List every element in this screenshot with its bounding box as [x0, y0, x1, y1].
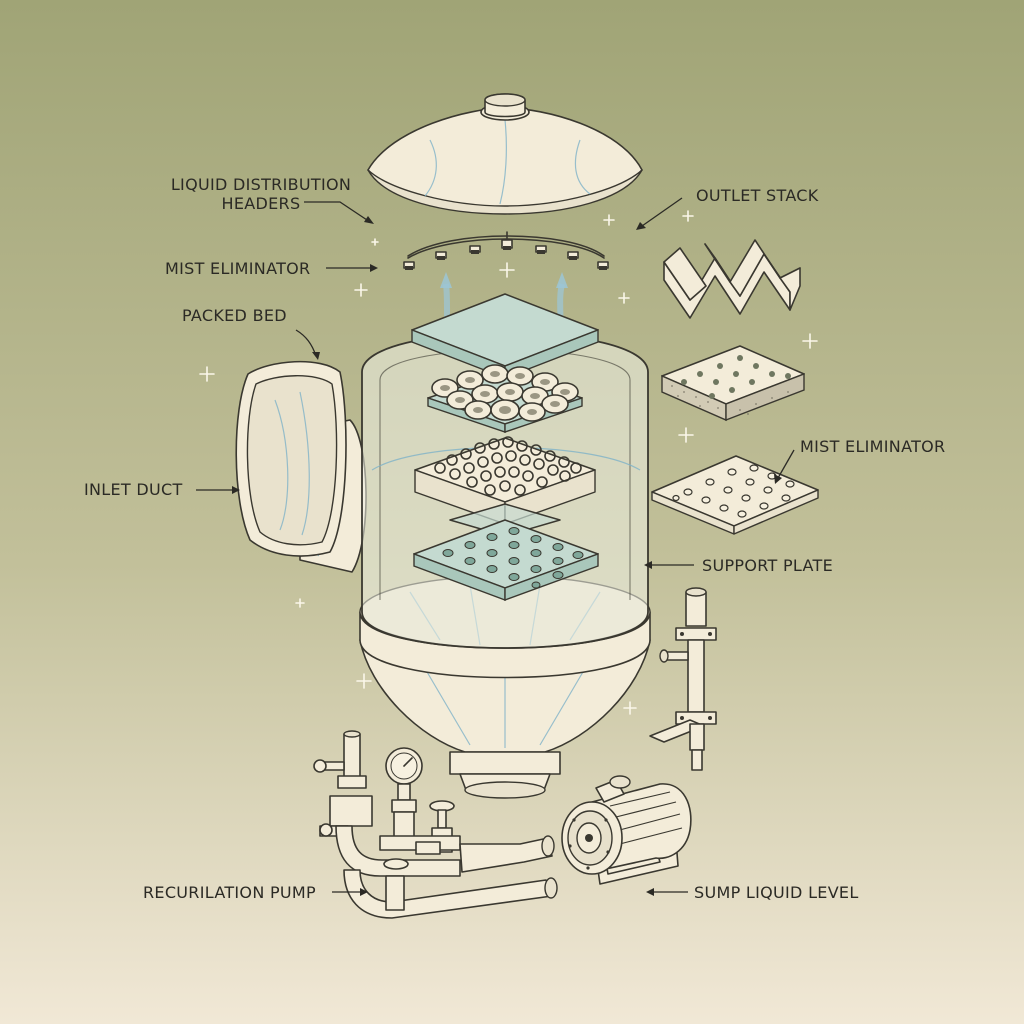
leader-arrows — [196, 197, 795, 896]
label-sump-liquid-level: SUMP LIQUID LEVEL — [694, 883, 859, 902]
top-dome-lid — [367, 93, 643, 215]
internal-stack — [411, 293, 599, 602]
chevron-mist-eliminator — [663, 239, 801, 319]
porous-pad — [661, 345, 805, 422]
label-recirculation-pump: RECURILATION PUMP — [143, 883, 316, 902]
recirculation-pump-motor — [561, 775, 692, 885]
perforated-plate — [651, 455, 819, 535]
piping-assembly — [313, 730, 558, 919]
inlet-duct — [235, 360, 367, 573]
label-liquid-distribution-headers: LIQUID DISTRIBUTION HEADERS — [170, 175, 352, 213]
random-packing — [434, 436, 582, 496]
spray-header — [403, 231, 609, 270]
pall-rings — [431, 364, 579, 422]
label-mist-eliminator-right: MIST ELIMINATOR — [800, 437, 946, 456]
label-packed-bed: PACKED BED — [182, 306, 287, 325]
valve-assembly-right — [649, 587, 717, 771]
support-plate-holes — [442, 527, 584, 589]
label-inlet-duct: INLET DUCT — [84, 480, 183, 499]
label-mist-eliminator-left: MIST ELIMINATOR — [165, 259, 311, 278]
label-outlet-stack: OUTLET STACK — [696, 186, 819, 205]
sparkle-decorations — [199, 210, 818, 715]
label-support-plate: SUPPORT PLATE — [702, 556, 833, 575]
